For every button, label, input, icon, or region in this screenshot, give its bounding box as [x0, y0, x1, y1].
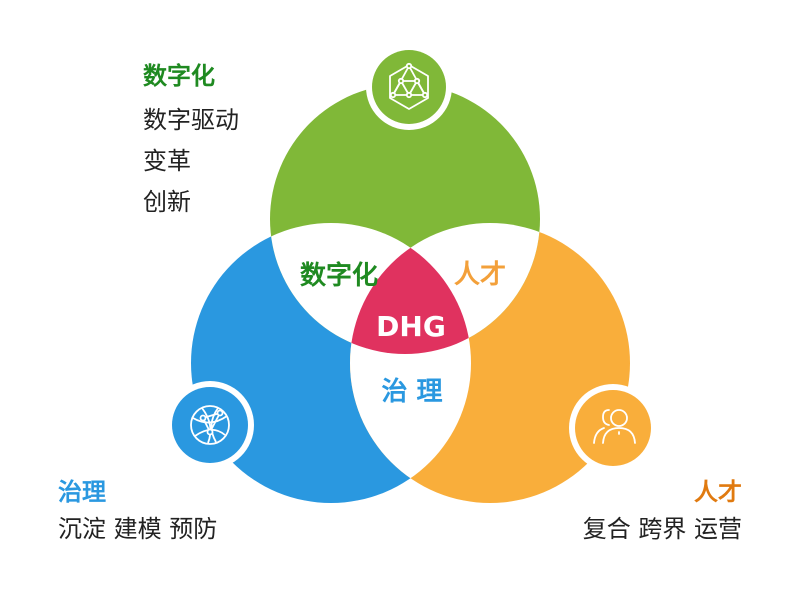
talent-badge — [569, 384, 657, 472]
network-polyhedron-icon — [389, 62, 429, 110]
callout-governance-title: 治理 — [58, 478, 106, 506]
callout-digital-line-2: 变革 — [143, 147, 191, 175]
callout-talent-line: 复合 跨界 运营 — [582, 515, 742, 543]
callout-digital-line-3: 创新 — [143, 188, 191, 216]
center-label-dhg: DHG — [376, 310, 446, 343]
governance-badge — [166, 381, 254, 469]
intersection-label-digital: 数字化 — [299, 261, 379, 291]
intersection-label-talent: 人才 — [453, 260, 507, 290]
callout-digital-title: 数字化 — [143, 62, 215, 90]
users-icon — [593, 409, 636, 444]
digital-badge — [366, 44, 452, 130]
callout-governance-line: 沉淀 建模 预防 — [58, 515, 218, 543]
intersection-label-governance: 治 理 — [381, 377, 443, 407]
callout-digital-line-1: 数字驱动 — [143, 106, 239, 134]
globe-network-icon — [190, 405, 230, 445]
callout-talent-title: 人才 — [694, 478, 742, 506]
intersection-center — [350, 223, 471, 354]
